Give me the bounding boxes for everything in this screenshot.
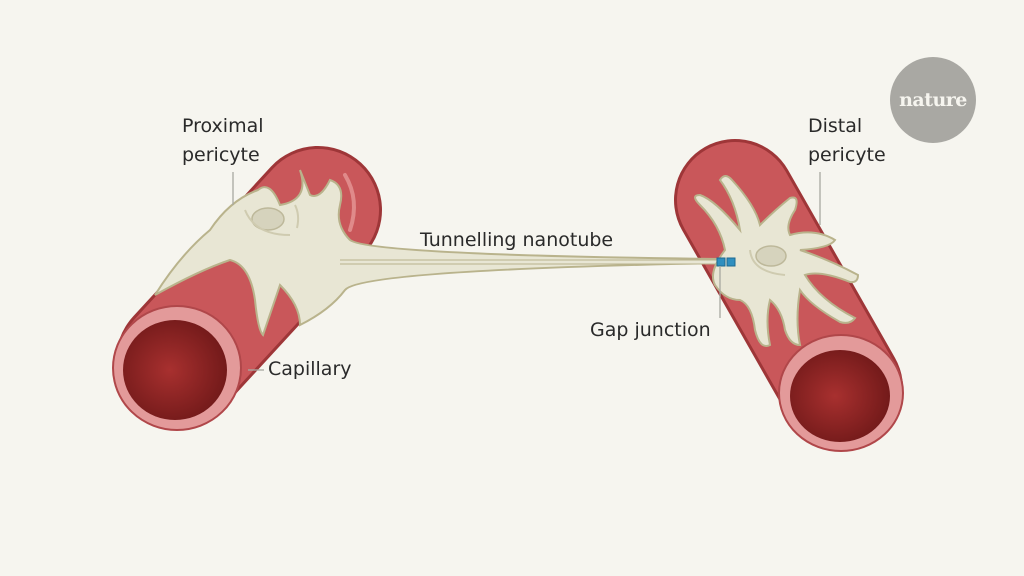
- distal-pericyte: [694, 175, 860, 347]
- proximal-pericyte: [154, 169, 721, 337]
- capillary-label: Capillary: [268, 358, 352, 380]
- gap-junction: [716, 257, 736, 267]
- nanotube-label: Tunnelling nanotube: [420, 229, 614, 251]
- label-line: Distal: [808, 115, 863, 137]
- gap-junction-label: Gap junction: [590, 319, 711, 341]
- label-line: pericyte: [182, 144, 260, 166]
- proximal-pericyte-label: Proximal pericyte: [182, 112, 264, 170]
- leader-lines: [232, 172, 821, 371]
- label-line: pericyte: [808, 144, 886, 166]
- distal-pericyte-label: Distal pericyte: [808, 112, 886, 170]
- label-line: Proximal: [182, 115, 264, 137]
- nature-logo: nature: [890, 57, 976, 143]
